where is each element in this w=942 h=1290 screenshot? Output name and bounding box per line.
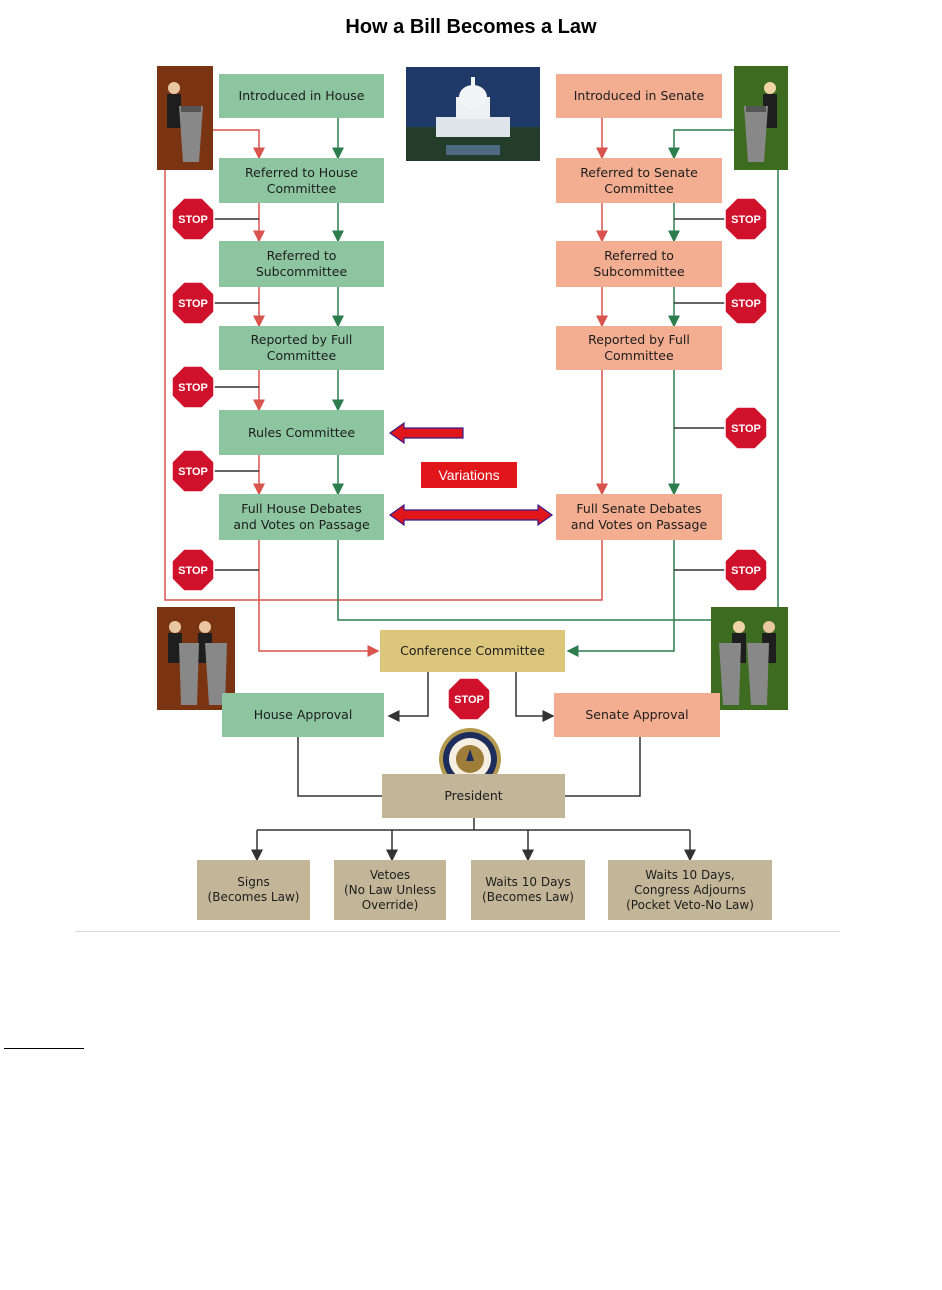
stop-label: STOP	[178, 298, 208, 310]
house-debates-box: Full House Debates and Votes on Passage	[219, 494, 384, 540]
stop-sign: STOP	[724, 281, 768, 325]
stop-label: STOP	[731, 214, 761, 226]
conference-committee-box: Conference Committee	[380, 630, 565, 672]
house-committee-box: Referred to House Committee	[219, 158, 384, 203]
outcome-signs-box: Signs (Becomes Law)	[197, 860, 310, 920]
stop-label: STOP	[178, 466, 208, 478]
house-rules-box: Rules Committee	[219, 410, 384, 455]
stop-sign: STOP	[171, 365, 215, 409]
stop-sign: STOP	[171, 548, 215, 592]
senate-approval-box: Senate Approval	[554, 693, 720, 737]
stop-sign: STOP	[724, 548, 768, 592]
outcome-waits-box: Waits 10 Days (Becomes Law)	[471, 860, 585, 920]
stop-sign: STOP	[724, 406, 768, 450]
stop-sign: STOP	[171, 281, 215, 325]
stop-label: STOP	[454, 694, 484, 706]
stop-label: STOP	[731, 298, 761, 310]
stop-label: STOP	[731, 565, 761, 577]
stop-label: STOP	[178, 214, 208, 226]
senate-reported-box: Reported by Full Committee	[556, 326, 722, 370]
senate-speaker-photo	[734, 66, 788, 170]
stop-signs: STOP STOP STOP STOP STOP STOP STOP STOP …	[171, 197, 768, 721]
stop-label: STOP	[178, 382, 208, 394]
outcome-vetoes-box: Vetoes (No Law Unless Override)	[334, 860, 446, 920]
house-leaders-photo	[157, 607, 235, 710]
house-approval-box: House Approval	[222, 693, 384, 737]
house-introduced-box: Introduced in House	[219, 74, 384, 118]
senate-leaders-photo	[711, 607, 788, 710]
stop-sign: STOP	[171, 449, 215, 493]
senate-debates-box: Full Senate Debates and Votes on Passage	[556, 494, 722, 540]
variations-arrows	[388, 421, 554, 527]
stop-label: STOP	[178, 565, 208, 577]
senate-introduced-box: Introduced in Senate	[556, 74, 722, 118]
senate-subcommittee-box: Referred to Subcommittee	[556, 241, 722, 287]
footnote-rule	[4, 1048, 84, 1049]
outcome-pocket-veto-box: Waits 10 Days, Congress Adjourns (Pocket…	[608, 860, 772, 920]
stop-sign: STOP	[171, 197, 215, 241]
senate-committee-box: Referred to Senate Committee	[556, 158, 722, 203]
president-box: President	[382, 774, 565, 818]
house-subcommittee-box: Referred to Subcommittee	[219, 241, 384, 287]
capitol-building-photo	[406, 67, 540, 161]
divider	[75, 931, 840, 932]
variations-label: Variations	[421, 462, 517, 488]
stop-sign: STOP	[724, 197, 768, 241]
house-speaker-photo	[157, 66, 213, 170]
stop-label: STOP	[731, 423, 761, 435]
house-reported-box: Reported by Full Committee	[219, 326, 384, 370]
page-title: How a Bill Becomes a Law	[345, 16, 597, 38]
stop-sign: STOP	[447, 677, 491, 721]
